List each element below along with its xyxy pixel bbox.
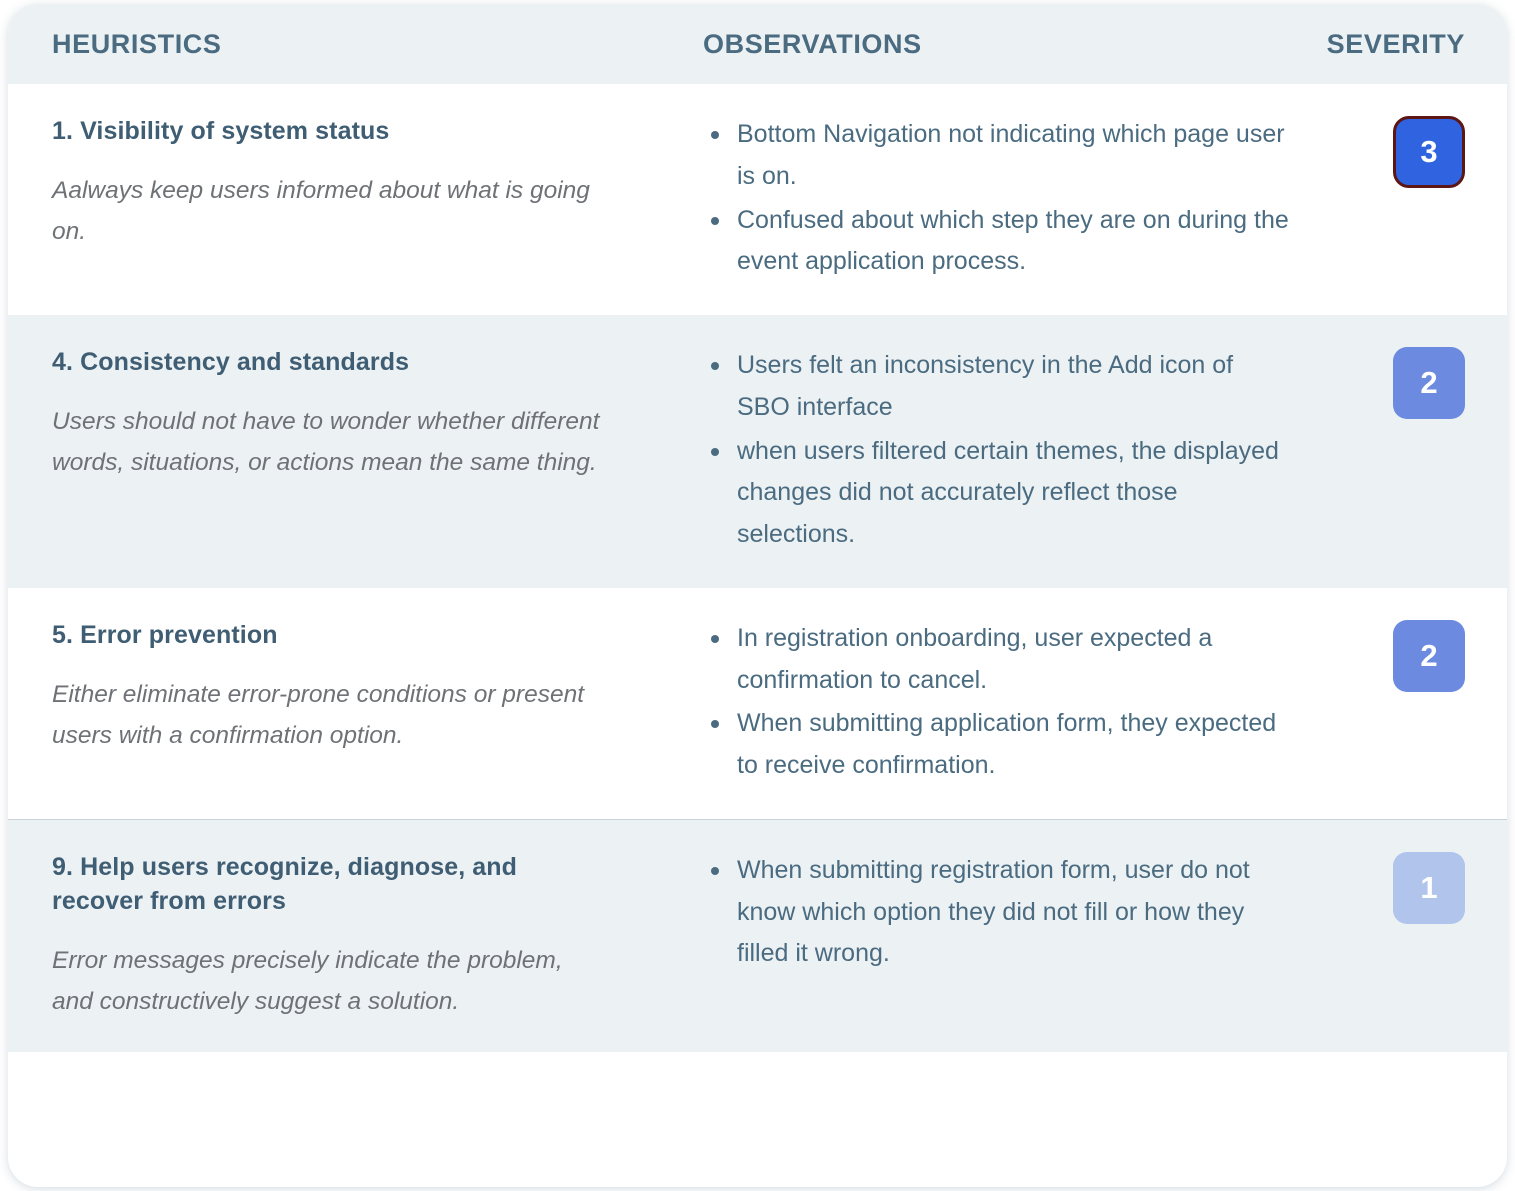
severity-badge[interactable]: 2 (1393, 619, 1465, 692)
severity-badge[interactable]: 2 (1393, 347, 1465, 419)
heuristic-description: Aalways keep users informed about what i… (52, 177, 590, 246)
observation-list: Users felt an inconsistency in the Add i… (703, 345, 1290, 556)
heuristic-title: 9. Help users recognize, diagnose, and r… (52, 852, 518, 915)
heuristic-description: Users should not have to wonder whether … (52, 408, 600, 477)
observation-list: Bottom Navigation not indicating which p… (703, 114, 1290, 283)
observation-item: Bottom Navigation not indicating which p… (703, 114, 1290, 198)
observation-item: When submitting registration form, user … (703, 850, 1290, 975)
cell-severity: 2 (1308, 588, 1507, 722)
observation-item: Confused about which step they are on du… (703, 200, 1290, 284)
table-header: HEURISTICS OBSERVATIONS SEVERITY (8, 4, 1507, 84)
heuristic-description: Error messages precisely indicate the pr… (52, 946, 563, 1015)
cell-severity: 1 (1308, 820, 1507, 954)
observation-item: when users filtered certain themes, the … (703, 431, 1290, 556)
heuristic-title: 1. Visibility of system status (52, 117, 390, 145)
severity-badge[interactable]: 1 (1393, 851, 1465, 924)
table-row: 9. Help users recognize, diagnose, and r… (8, 818, 1507, 1053)
heuristic-evaluation-card: HEURISTICS OBSERVATIONS SEVERITY 1. Visi… (8, 4, 1507, 1187)
observation-list: In registration onboarding, user expecte… (703, 618, 1290, 787)
severity-badge[interactable]: 3 (1393, 116, 1465, 188)
cell-severity: 2 (1308, 315, 1507, 449)
header-cell-severity: SEVERITY (1308, 29, 1507, 60)
column-header-observations: OBSERVATIONS (703, 28, 922, 59)
observation-list: When submitting registration form, user … (703, 850, 1290, 975)
observation-item: When submitting application form, they e… (703, 703, 1290, 787)
cell-observations: When submitting registration form, user … (668, 820, 1308, 1007)
heuristic-title: 5. Error prevention (52, 620, 278, 649)
cell-observations: Bottom Navigation not indicating which p… (668, 84, 1308, 315)
header-cell-observations: OBSERVATIONS (668, 29, 1308, 60)
heuristic-title: 4. Consistency and standards (52, 348, 410, 376)
header-cell-heuristics: HEURISTICS (8, 29, 668, 60)
cell-severity: 3 (1308, 84, 1507, 218)
observation-item: In registration onboarding, user expecte… (703, 618, 1290, 702)
cell-observations: In registration onboarding, user expecte… (668, 588, 1308, 819)
column-header-heuristics: HEURISTICS (52, 28, 222, 59)
cell-observations: Users felt an inconsistency in the Add i… (668, 315, 1308, 588)
column-header-severity: SEVERITY (1326, 28, 1465, 59)
cell-heuristic: 9. Help users recognize, diagnose, and r… (8, 820, 668, 1052)
observation-item: Users felt an inconsistency in the Add i… (703, 345, 1290, 429)
heuristic-description: Either eliminate error-prone conditions … (52, 680, 585, 749)
